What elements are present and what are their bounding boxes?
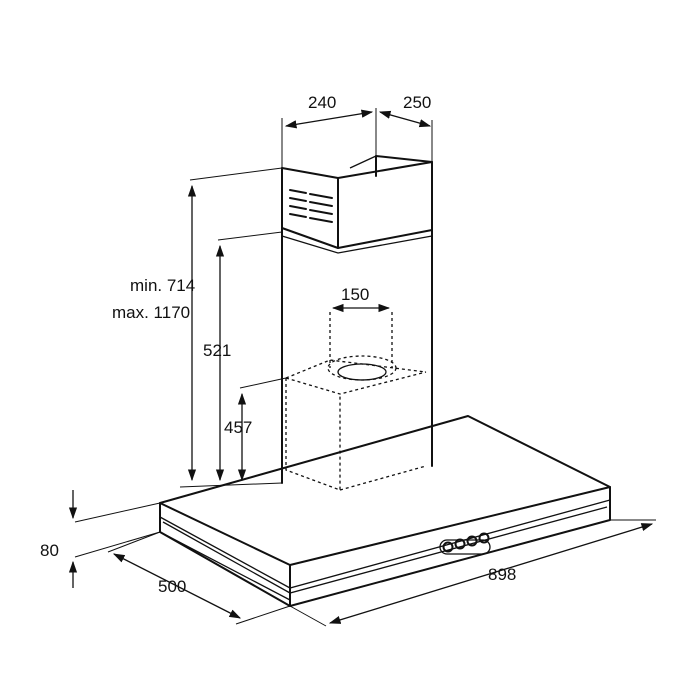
dim-inner-box-height [179,377,287,488]
label-upper-height: 521 [203,341,231,360]
label-chimney-width: 240 [308,93,336,112]
label-inner-box-height: 457 [224,418,252,437]
label-chimney-depth: 250 [403,93,431,112]
dim-upper-height [215,231,283,482]
inner-motor-box [285,312,427,491]
label-outlet-diameter: 150 [341,285,369,304]
vent-grille-icon [289,189,333,223]
label-canopy-width: 898 [488,565,516,584]
dim-canopy-width [289,519,656,627]
label-canopy-depth: 500 [158,577,186,596]
chimney [281,155,433,484]
label-canopy-height: 80 [40,541,59,560]
dim-canopy-depth [107,531,291,625]
hood-canopy [159,415,611,607]
label-height-min: min. 714 [130,276,195,295]
dim-chimney-width [281,108,377,168]
control-buttons-icon [439,532,491,555]
dim-canopy-height [68,490,161,588]
dim-overall-height [187,167,283,482]
dim-chimney-depth [378,110,433,162]
label-height-max: max. 1170 [112,303,190,322]
